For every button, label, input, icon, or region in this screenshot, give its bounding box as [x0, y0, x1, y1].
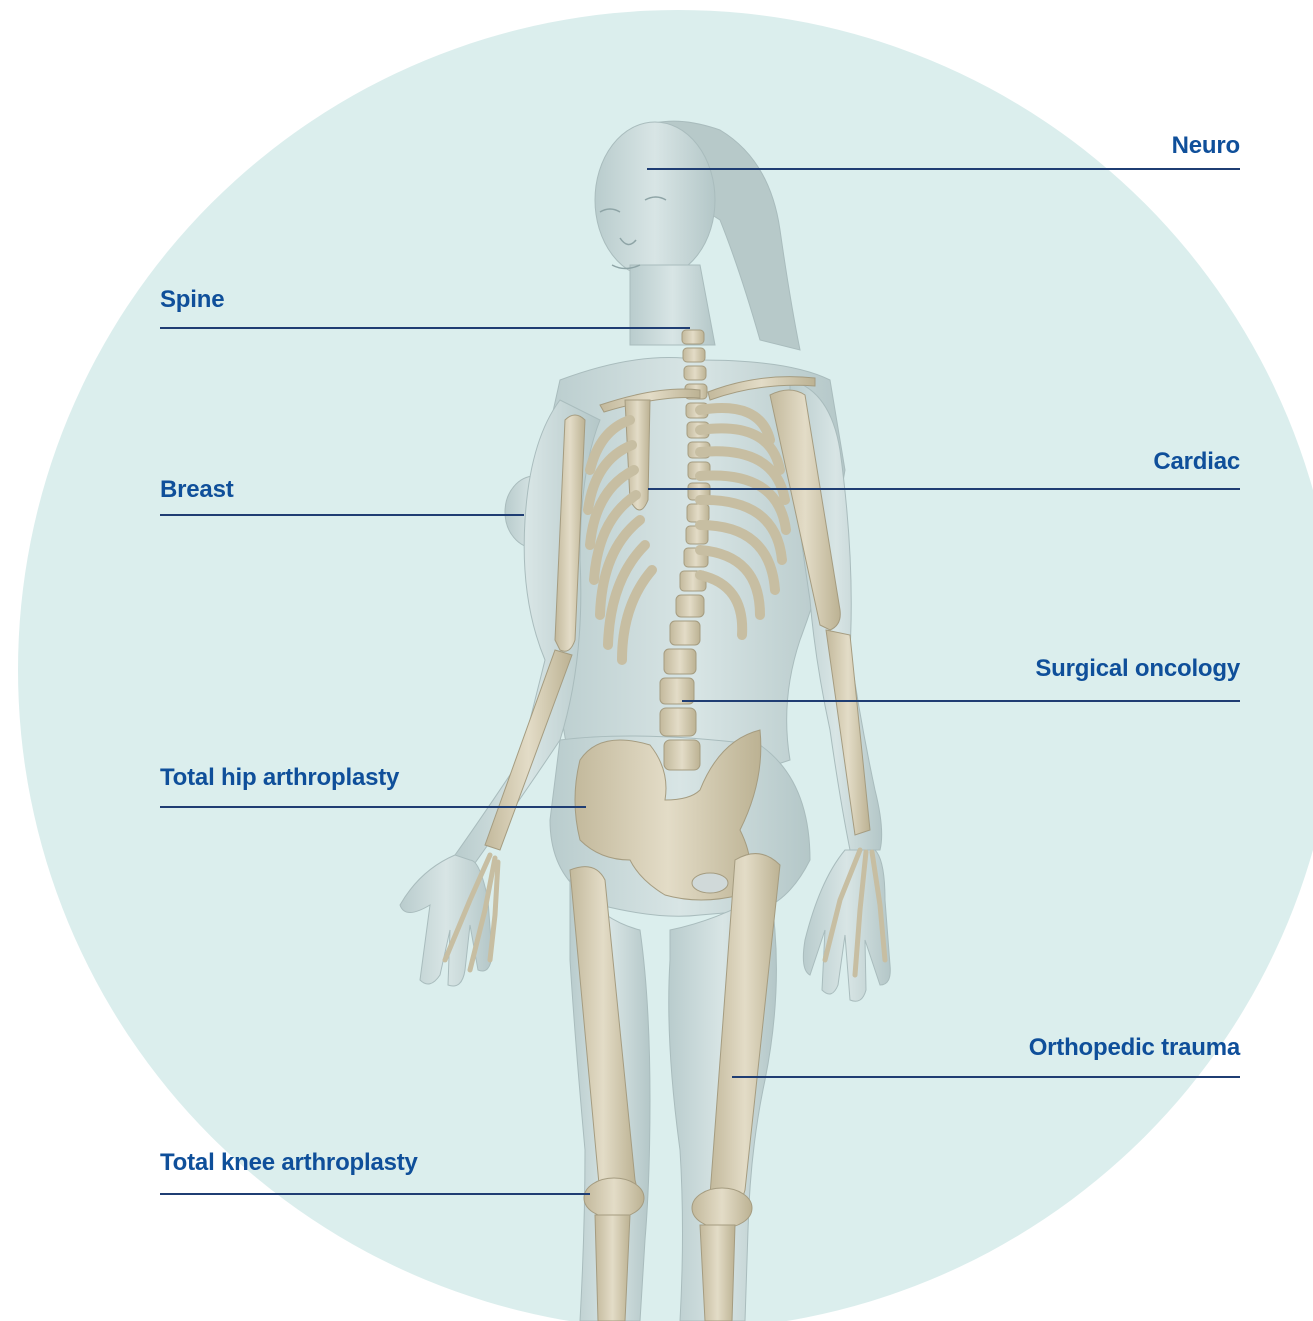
label-orthopedic-trauma: Orthopedic trauma — [1029, 1036, 1240, 1060]
body-silhouette — [400, 121, 890, 1321]
label-surgical-oncology: Surgical oncology — [1035, 657, 1240, 681]
label-total-knee-arthroplasty: Total knee arthroplasty — [160, 1151, 418, 1175]
leader-line-orthopedic-trauma — [732, 1076, 1240, 1078]
leader-line-total-hip-arthroplasty — [160, 806, 586, 808]
leader-line-breast — [160, 514, 524, 516]
leader-line-cardiac — [648, 488, 1240, 490]
label-breast: Breast — [160, 478, 234, 502]
label-neuro: Neuro — [1172, 134, 1240, 158]
leader-line-total-knee-arthroplasty — [160, 1193, 590, 1195]
label-spine: Spine — [160, 288, 224, 312]
leader-line-surgical-oncology — [682, 700, 1240, 702]
label-total-hip-arthroplasty: Total hip arthroplasty — [160, 766, 399, 790]
leader-line-neuro — [647, 168, 1240, 170]
leader-line-spine — [160, 327, 690, 329]
label-cardiac: Cardiac — [1153, 450, 1240, 474]
